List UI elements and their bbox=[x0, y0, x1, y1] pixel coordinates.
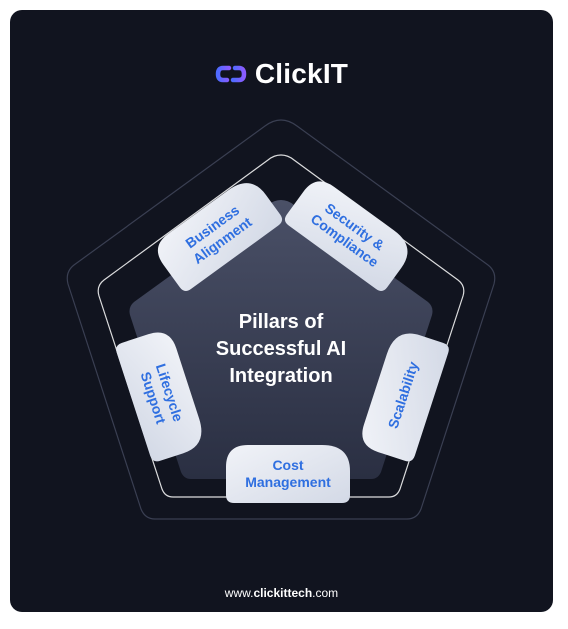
pillar-card-bg bbox=[116, 332, 202, 462]
center-title-line: Integration bbox=[229, 365, 332, 387]
pillar-security-compliance: Security &Compliance bbox=[284, 181, 408, 291]
link-chain-icon bbox=[215, 65, 247, 83]
pillar-card-bg bbox=[157, 183, 283, 291]
pillar-business-alignment: BusinessAlignment bbox=[157, 183, 283, 291]
pillar-label-line: Management bbox=[245, 474, 331, 490]
url-suffix: .com bbox=[312, 586, 339, 600]
pillar-scalability: Scalability bbox=[362, 333, 449, 462]
pillar-label-line: Cost bbox=[272, 457, 303, 473]
pillar-card-bg bbox=[362, 333, 449, 462]
url-prefix: www. bbox=[224, 586, 254, 600]
pillar-card-bg bbox=[284, 181, 408, 291]
pillar-lifecycle-support: LifecycleSupport bbox=[116, 332, 202, 462]
website-url[interactable]: www.clickittech.com bbox=[10, 586, 553, 600]
url-brand: clickittech bbox=[253, 586, 313, 600]
brand-logo: ClickIT bbox=[10, 58, 553, 90]
outer-pentagon bbox=[66, 119, 496, 520]
brand-name: ClickIT bbox=[254, 58, 349, 89]
center-title-line: Pillars of bbox=[239, 311, 324, 333]
center-title-line: Successful AI bbox=[216, 338, 346, 360]
pillar-card-bg bbox=[226, 445, 350, 503]
center-title: Pillars of Successful AI Integration bbox=[216, 311, 346, 387]
infographic-card: Pillars of Successful AI Integration Busin… bbox=[10, 10, 553, 612]
pillars-diagram: Pillars of Successful AI Integration Busin… bbox=[66, 119, 496, 520]
